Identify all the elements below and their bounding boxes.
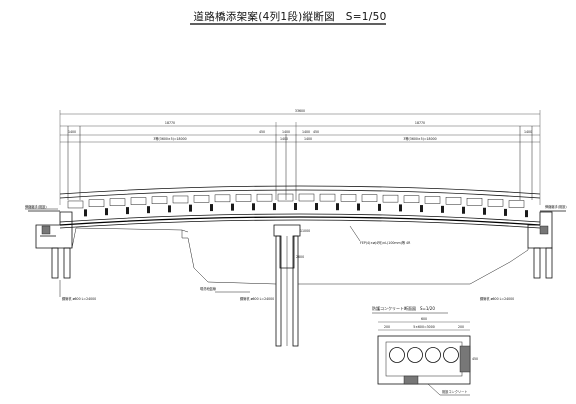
conduit-support [168, 205, 171, 213]
conduit-segment [445, 197, 462, 205]
right-pile-label: 鋼管杭 ø600 L=24000 [480, 296, 514, 301]
conduit-circle-1 [389, 347, 405, 363]
ground-line: 現況地盤線 [71, 227, 529, 293]
conduit-support [147, 206, 150, 214]
conduit-support [462, 206, 465, 214]
conduit-support [126, 207, 129, 215]
conduit-support [231, 203, 234, 211]
dim-center-sub-left: 1400 [280, 137, 288, 141]
conduit-segment [235, 194, 252, 202]
drawing-title: 道路橋添架案(4列1段)縦断図 S=1/50 [193, 10, 386, 23]
conduit-support [420, 205, 423, 213]
dim-right-end: 1400 [524, 130, 532, 134]
conduit-support [315, 203, 318, 211]
conduit-segment [361, 194, 378, 202]
dim-left-span: 18770 [165, 121, 175, 125]
conduit-support [252, 203, 255, 211]
conduit-segment [109, 198, 126, 206]
left-pile-label: 鋼管杭 ø600 L=24000 [62, 296, 96, 301]
conduit-support [210, 204, 213, 212]
section-width-dim: 600 [421, 317, 427, 321]
ground-note: 現況地盤線 [200, 286, 217, 291]
pier-top-label: 11000 [300, 229, 310, 233]
conduit-support [84, 209, 87, 217]
section-side-left: 200 [384, 325, 390, 329]
conduit-support [336, 203, 339, 211]
conduit-support [357, 203, 360, 211]
conduit-support [504, 208, 507, 216]
conduit-supports [84, 203, 528, 218]
left-joint-label: 伸縮継手(既設) [25, 204, 47, 209]
dimension-lines: 33600 18770 18770 1400 450 1400 1400 450… [59, 109, 541, 205]
conduit-segment [403, 195, 420, 203]
dim-center-sub-right: 1400 [304, 137, 312, 141]
conduit-segment [130, 197, 147, 205]
section-inner-dim: 5×600=3000 [413, 325, 435, 329]
dim-left-end: 1400 [68, 130, 76, 134]
pier-width-label: 2600 [296, 255, 304, 259]
conduit-segment [424, 196, 441, 204]
conduit-segment [277, 193, 294, 202]
conduit-segment [298, 193, 315, 202]
conduit-support [294, 203, 297, 211]
dim-overall: 33600 [295, 109, 305, 113]
pipe-note: FEP(4)×ø(4列)×L(100mm)等 4R [360, 240, 411, 245]
conduit-support [378, 203, 381, 211]
dim-right-sub: 3等(3600×5)=18000 [403, 136, 436, 141]
dim-right-span: 18770 [415, 121, 425, 125]
conduit-segment [172, 195, 189, 204]
center-pile-label: 鋼管杭 ø600 L=24000 [240, 296, 274, 301]
conduit-circle-4 [443, 347, 459, 363]
left-abutment: 伸縮継手(既設) [25, 204, 73, 249]
conduit-support [525, 210, 528, 218]
dim-mid-left-small: 450 [259, 130, 265, 134]
conduit-segment [193, 195, 210, 203]
bridge-deck [59, 185, 541, 229]
conduit-segment [340, 194, 357, 202]
conduit-segment [508, 200, 525, 208]
conduit-support [399, 204, 402, 212]
conduit-segment [214, 194, 231, 203]
section-side-right: 200 [458, 325, 464, 329]
conduit-segment [67, 200, 84, 209]
pipe-note-leader [349, 225, 361, 242]
section-note: 既設コンクリート [442, 389, 468, 394]
conduit-segment [487, 199, 504, 207]
conduit-segment [382, 194, 399, 203]
dim-center-right: 1400 [302, 130, 310, 134]
section-detail: 防護コンクリート断面図 S=1/20 600 200 5×600=3000 20… [372, 305, 478, 396]
conduit-support [483, 207, 486, 215]
conduit-support [273, 203, 276, 211]
conduit-segment [256, 193, 273, 202]
conduit-segments [67, 193, 525, 209]
dim-center-left: 1400 [282, 130, 290, 134]
conduit-segment [151, 196, 168, 204]
right-abutment: 伸縮継手(既設) [527, 204, 567, 249]
conduit-segment [88, 199, 105, 207]
right-joint-label: 伸縮継手(既設) [545, 204, 567, 209]
conduit-support [105, 208, 108, 216]
conduit-circle-3 [425, 347, 441, 363]
piles: 鋼管杭 ø600 L=24000 鋼管杭 ø600 L=24000 2600 1… [51, 224, 553, 347]
dim-left-sub: 3等(3600×5)=18000 [153, 136, 186, 141]
conduit-circle-2 [407, 347, 423, 363]
section-title: 防護コンクリート断面図 S=1/20 [372, 305, 435, 311]
section-height-dim: 450 [472, 357, 478, 361]
dim-mid-right-small: 450 [313, 130, 319, 134]
conduit-support [189, 204, 192, 212]
conduit-segment [319, 193, 336, 202]
conduit-support [441, 205, 444, 213]
conduit-segment [466, 198, 483, 206]
